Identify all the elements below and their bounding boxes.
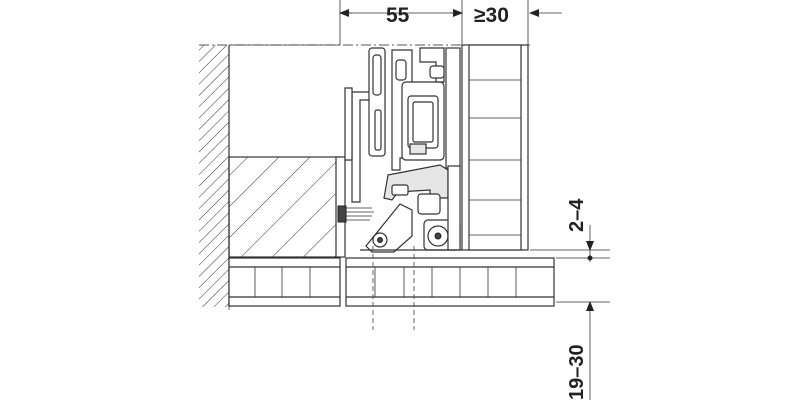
top-dimension	[339, 0, 562, 45]
bottom-right-panel	[345, 257, 555, 307]
wooden-panel	[228, 156, 346, 258]
right-dimension-gap	[530, 225, 610, 262]
guide-dashed-lines	[228, 246, 415, 330]
sliding-fitting-mechanism	[344, 47, 462, 253]
right-dimension-height	[556, 301, 610, 400]
bottom-left-panel	[228, 257, 341, 307]
dimension-label-2-4: 2–4	[566, 198, 588, 232]
dimension-label-55: 55	[386, 4, 410, 27]
dimension-label-min-30: ≥30	[474, 4, 509, 27]
brush-seal	[337, 205, 374, 223]
wall	[199, 45, 230, 307]
dimension-label-19-30: 19–30	[566, 344, 588, 400]
right-vertical-panel	[461, 44, 529, 251]
